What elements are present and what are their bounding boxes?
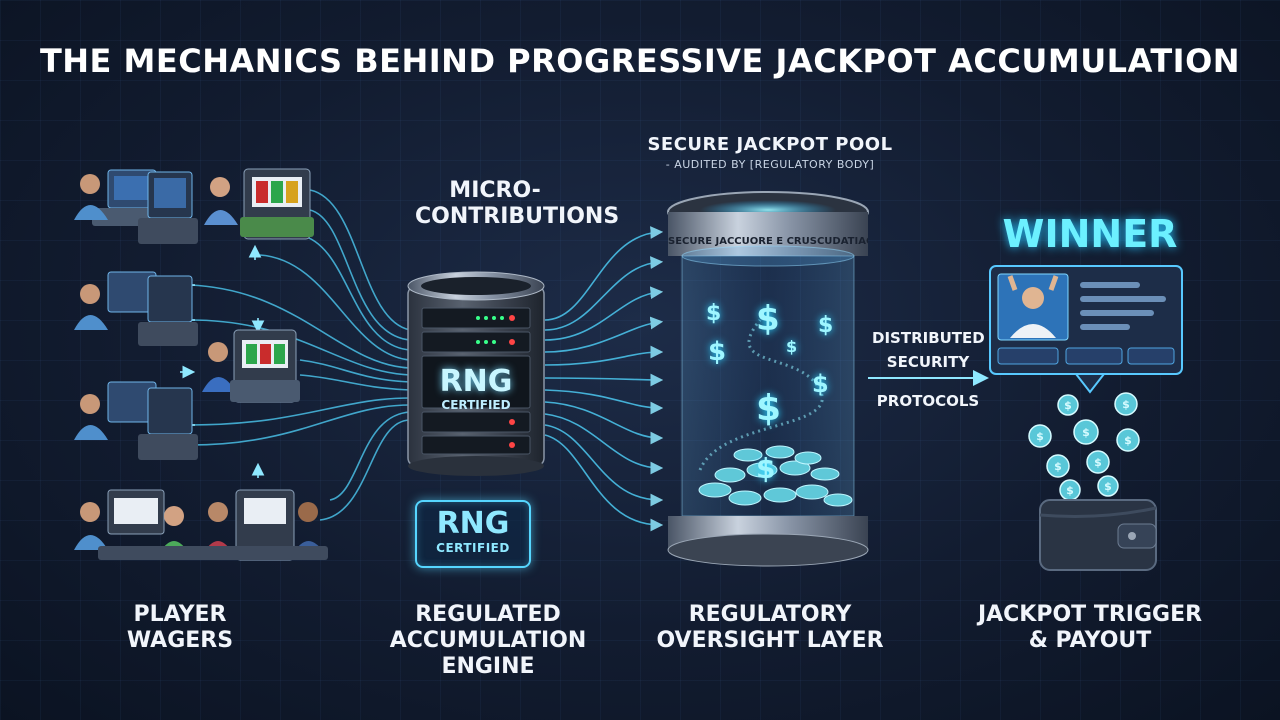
player-station-4: [202, 329, 300, 403]
winner-screen: [989, 265, 1183, 394]
pool-subtitle: - AUDITED BY [REGULATORY BODY]: [665, 158, 875, 171]
player-to-engine-lines: [189, 189, 411, 521]
rng-certified-badge: RNG CERTIFIED: [415, 500, 531, 568]
stage-accumulation-engine: REGULATED ACCUMULATION ENGINE: [389, 602, 587, 679]
player-station-1: [74, 169, 198, 244]
svg-text:$: $: [786, 337, 797, 356]
player-station-6: [74, 489, 328, 561]
player-station-3: [74, 271, 198, 346]
protocols-label: PROTOCOLS: [876, 392, 980, 410]
wallet-icon: [1039, 499, 1157, 571]
dollar-icons: $ $ $ $ $ $ $ $: [706, 299, 833, 485]
svg-text:$: $: [818, 313, 833, 338]
svg-text:$: $: [1066, 484, 1074, 497]
svg-text:$: $: [1054, 460, 1062, 473]
svg-text:$: $: [1104, 480, 1112, 493]
svg-text:$: $: [1036, 430, 1044, 443]
svg-text:$: $: [706, 301, 721, 326]
svg-text:$: $: [756, 452, 775, 485]
svg-text:$: $: [708, 337, 726, 367]
distributed-security-label: DISTRIBUTED SECURITY: [872, 329, 985, 371]
pool-band-text: SECURE JACCUORE E CRUSCUDATIACT: [668, 236, 868, 247]
coin-icons: [1028, 392, 1140, 501]
pool-title: SECURE JACKPOT POOL: [647, 134, 893, 155]
player-station-2: [204, 168, 314, 240]
stage-jackpot-payout: JACKPOT TRIGGER & PAYOUT: [977, 602, 1203, 653]
page-title: THE MECHANICS BEHIND PROGRESSIVE JACKPOT…: [39, 42, 1241, 80]
winner-label: WINNER: [1002, 212, 1178, 256]
rng-server: [407, 271, 545, 476]
svg-text:$: $: [1094, 456, 1102, 469]
svg-text:$: $: [1064, 399, 1072, 412]
stage-oversight-layer: REGULATORY OVERSIGHT LAYER: [656, 602, 884, 653]
svg-text:$: $: [1124, 434, 1132, 447]
rng-server-text: RNG: [439, 364, 513, 399]
svg-text:$: $: [756, 299, 780, 339]
svg-text:$: $: [1082, 426, 1090, 439]
micro-contributions-label: MICRO- CONTRIBUTIONS: [415, 178, 620, 229]
stage-player-wagers: PLAYER WAGERS: [126, 602, 234, 653]
svg-text:$: $: [812, 370, 829, 398]
rng-server-subtext: CERTIFIED: [441, 398, 511, 412]
svg-text:$: $: [756, 388, 781, 429]
engine-to-pool-lines: [544, 226, 664, 532]
svg-text:$: $: [1122, 398, 1130, 411]
player-station-5: [74, 381, 198, 460]
jackpot-cylinder: [667, 191, 869, 567]
